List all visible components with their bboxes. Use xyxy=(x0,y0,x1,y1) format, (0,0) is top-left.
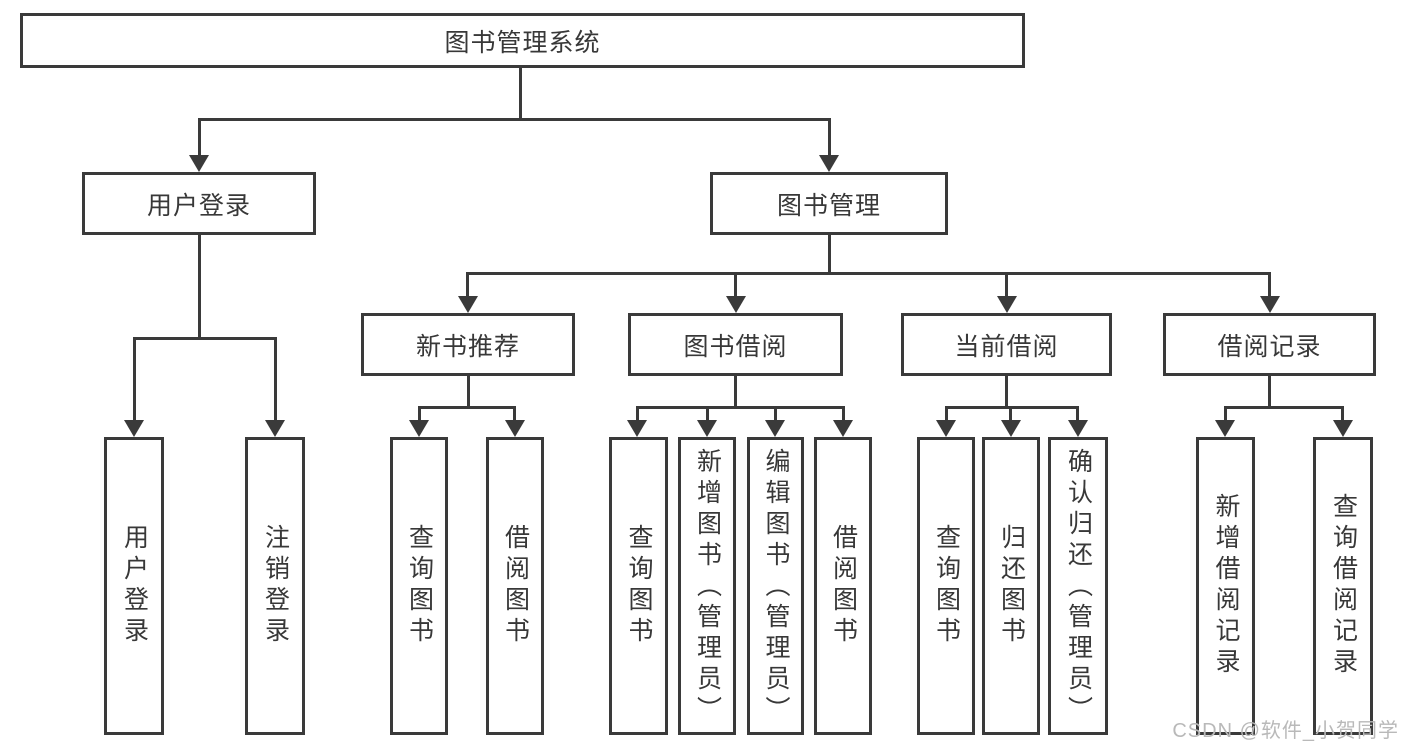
arrowhead xyxy=(1001,420,1021,437)
arrowhead xyxy=(409,420,429,437)
watermark: CSDN @软件_小贺同学 xyxy=(1172,720,1399,742)
connector-line xyxy=(1224,406,1227,422)
leaf-user-login: 用户登录 xyxy=(104,437,164,735)
connector-line xyxy=(467,376,470,409)
arrowhead xyxy=(1068,420,1088,437)
arrowhead xyxy=(833,420,853,437)
connector-line xyxy=(1009,406,1012,422)
arrowhead xyxy=(627,420,647,437)
connector-line xyxy=(133,337,136,422)
node-label: 新书推荐 xyxy=(415,332,520,361)
node-label: 用户登录 xyxy=(146,191,251,220)
node-label: 图书管理系统 xyxy=(444,28,601,57)
node-label: 查询图书 xyxy=(405,524,434,648)
node-label: 借阅记录 xyxy=(1217,332,1322,361)
node-label: 查询借阅记录 xyxy=(1329,493,1358,679)
leaf-records-query-record: 查询借阅记录 xyxy=(1313,437,1373,735)
leaf-current-query-books: 查询图书 xyxy=(917,437,975,735)
connector-line xyxy=(636,406,639,422)
arrowhead xyxy=(189,155,209,172)
node-label: 查询图书 xyxy=(932,524,961,648)
arrowhead xyxy=(997,296,1017,313)
arrowhead xyxy=(819,155,839,172)
node-current-borrow: 当前借阅 xyxy=(901,313,1112,376)
connector-line xyxy=(133,337,277,340)
leaf-current-return-books: 归还图书 xyxy=(982,437,1040,735)
node-user-login: 用户登录 xyxy=(82,172,316,235)
connector-line xyxy=(842,406,845,422)
connector-line xyxy=(706,406,709,422)
leaf-current-confirm-return-admin: 确认归还（管理员） xyxy=(1048,437,1108,735)
connector-line xyxy=(198,235,201,339)
connector-line xyxy=(945,406,948,422)
node-label: 用户登录 xyxy=(120,524,149,648)
node-label: 当前借阅 xyxy=(954,332,1059,361)
arrowhead xyxy=(1260,296,1280,313)
node-root-system: 图书管理系统 xyxy=(20,13,1025,68)
node-label: 查询图书 xyxy=(625,524,653,648)
node-label: 图书管理 xyxy=(776,191,881,220)
connector-line xyxy=(418,406,421,422)
connector-line xyxy=(274,337,277,422)
arrowhead xyxy=(458,296,478,313)
connector-line xyxy=(519,68,522,121)
arrowhead xyxy=(936,420,956,437)
connector-line xyxy=(466,272,1271,275)
leaf-logout: 注销登录 xyxy=(245,437,305,735)
arrowhead xyxy=(765,420,785,437)
connector-line xyxy=(828,118,831,158)
node-borrow-records: 借阅记录 xyxy=(1163,313,1376,376)
leaf-records-add-record: 新增借阅记录 xyxy=(1196,437,1255,735)
connector-line xyxy=(1268,376,1271,409)
leaf-borrow-add-books-admin: 新增图书（管理员） xyxy=(678,437,736,735)
node-new-book-recommend: 新书推荐 xyxy=(361,313,575,376)
connector-line xyxy=(1341,406,1344,422)
connector-line xyxy=(1268,272,1271,300)
arrowhead xyxy=(124,420,144,437)
leaf-borrow-borrow-books: 借阅图书 xyxy=(814,437,872,735)
leaf-recommend-borrow-books: 借阅图书 xyxy=(486,437,544,735)
node-label: 图书借阅 xyxy=(683,332,788,361)
connector-line xyxy=(513,406,516,422)
arrowhead xyxy=(697,420,717,437)
connector-line xyxy=(828,235,831,274)
connector-line xyxy=(774,406,777,422)
arrowhead xyxy=(265,420,285,437)
node-label: 新增借阅记录 xyxy=(1212,493,1240,679)
connector-line xyxy=(466,272,469,300)
arrowhead xyxy=(505,420,525,437)
node-book-management: 图书管理 xyxy=(710,172,948,235)
arrowhead xyxy=(726,296,746,313)
arrowhead xyxy=(1215,420,1235,437)
connector-line xyxy=(418,406,516,409)
leaf-borrow-edit-books-admin: 编辑图书（管理员） xyxy=(747,437,804,735)
connector-line xyxy=(734,272,737,300)
connector-line xyxy=(1005,376,1008,409)
node-label: 归还图书 xyxy=(997,524,1026,648)
node-label: 新增图书（管理员） xyxy=(693,448,722,727)
connector-line xyxy=(636,406,844,409)
connector-line xyxy=(1005,272,1008,300)
node-label: 注销登录 xyxy=(261,524,290,648)
connector-line xyxy=(1224,406,1343,409)
node-book-borrow: 图书借阅 xyxy=(628,313,843,376)
leaf-borrow-query-books: 查询图书 xyxy=(609,437,668,735)
node-label: 借阅图书 xyxy=(501,524,530,648)
connector-line xyxy=(734,376,737,409)
connector-line xyxy=(198,118,831,121)
connector-line xyxy=(1076,406,1079,422)
node-label: 编辑图书（管理员） xyxy=(762,448,790,727)
node-label: 借阅图书 xyxy=(829,524,858,648)
connector-line xyxy=(198,118,201,158)
node-label: 确认归还（管理员） xyxy=(1064,448,1093,727)
leaf-recommend-query-books: 查询图书 xyxy=(390,437,448,735)
arrowhead xyxy=(1333,420,1353,437)
